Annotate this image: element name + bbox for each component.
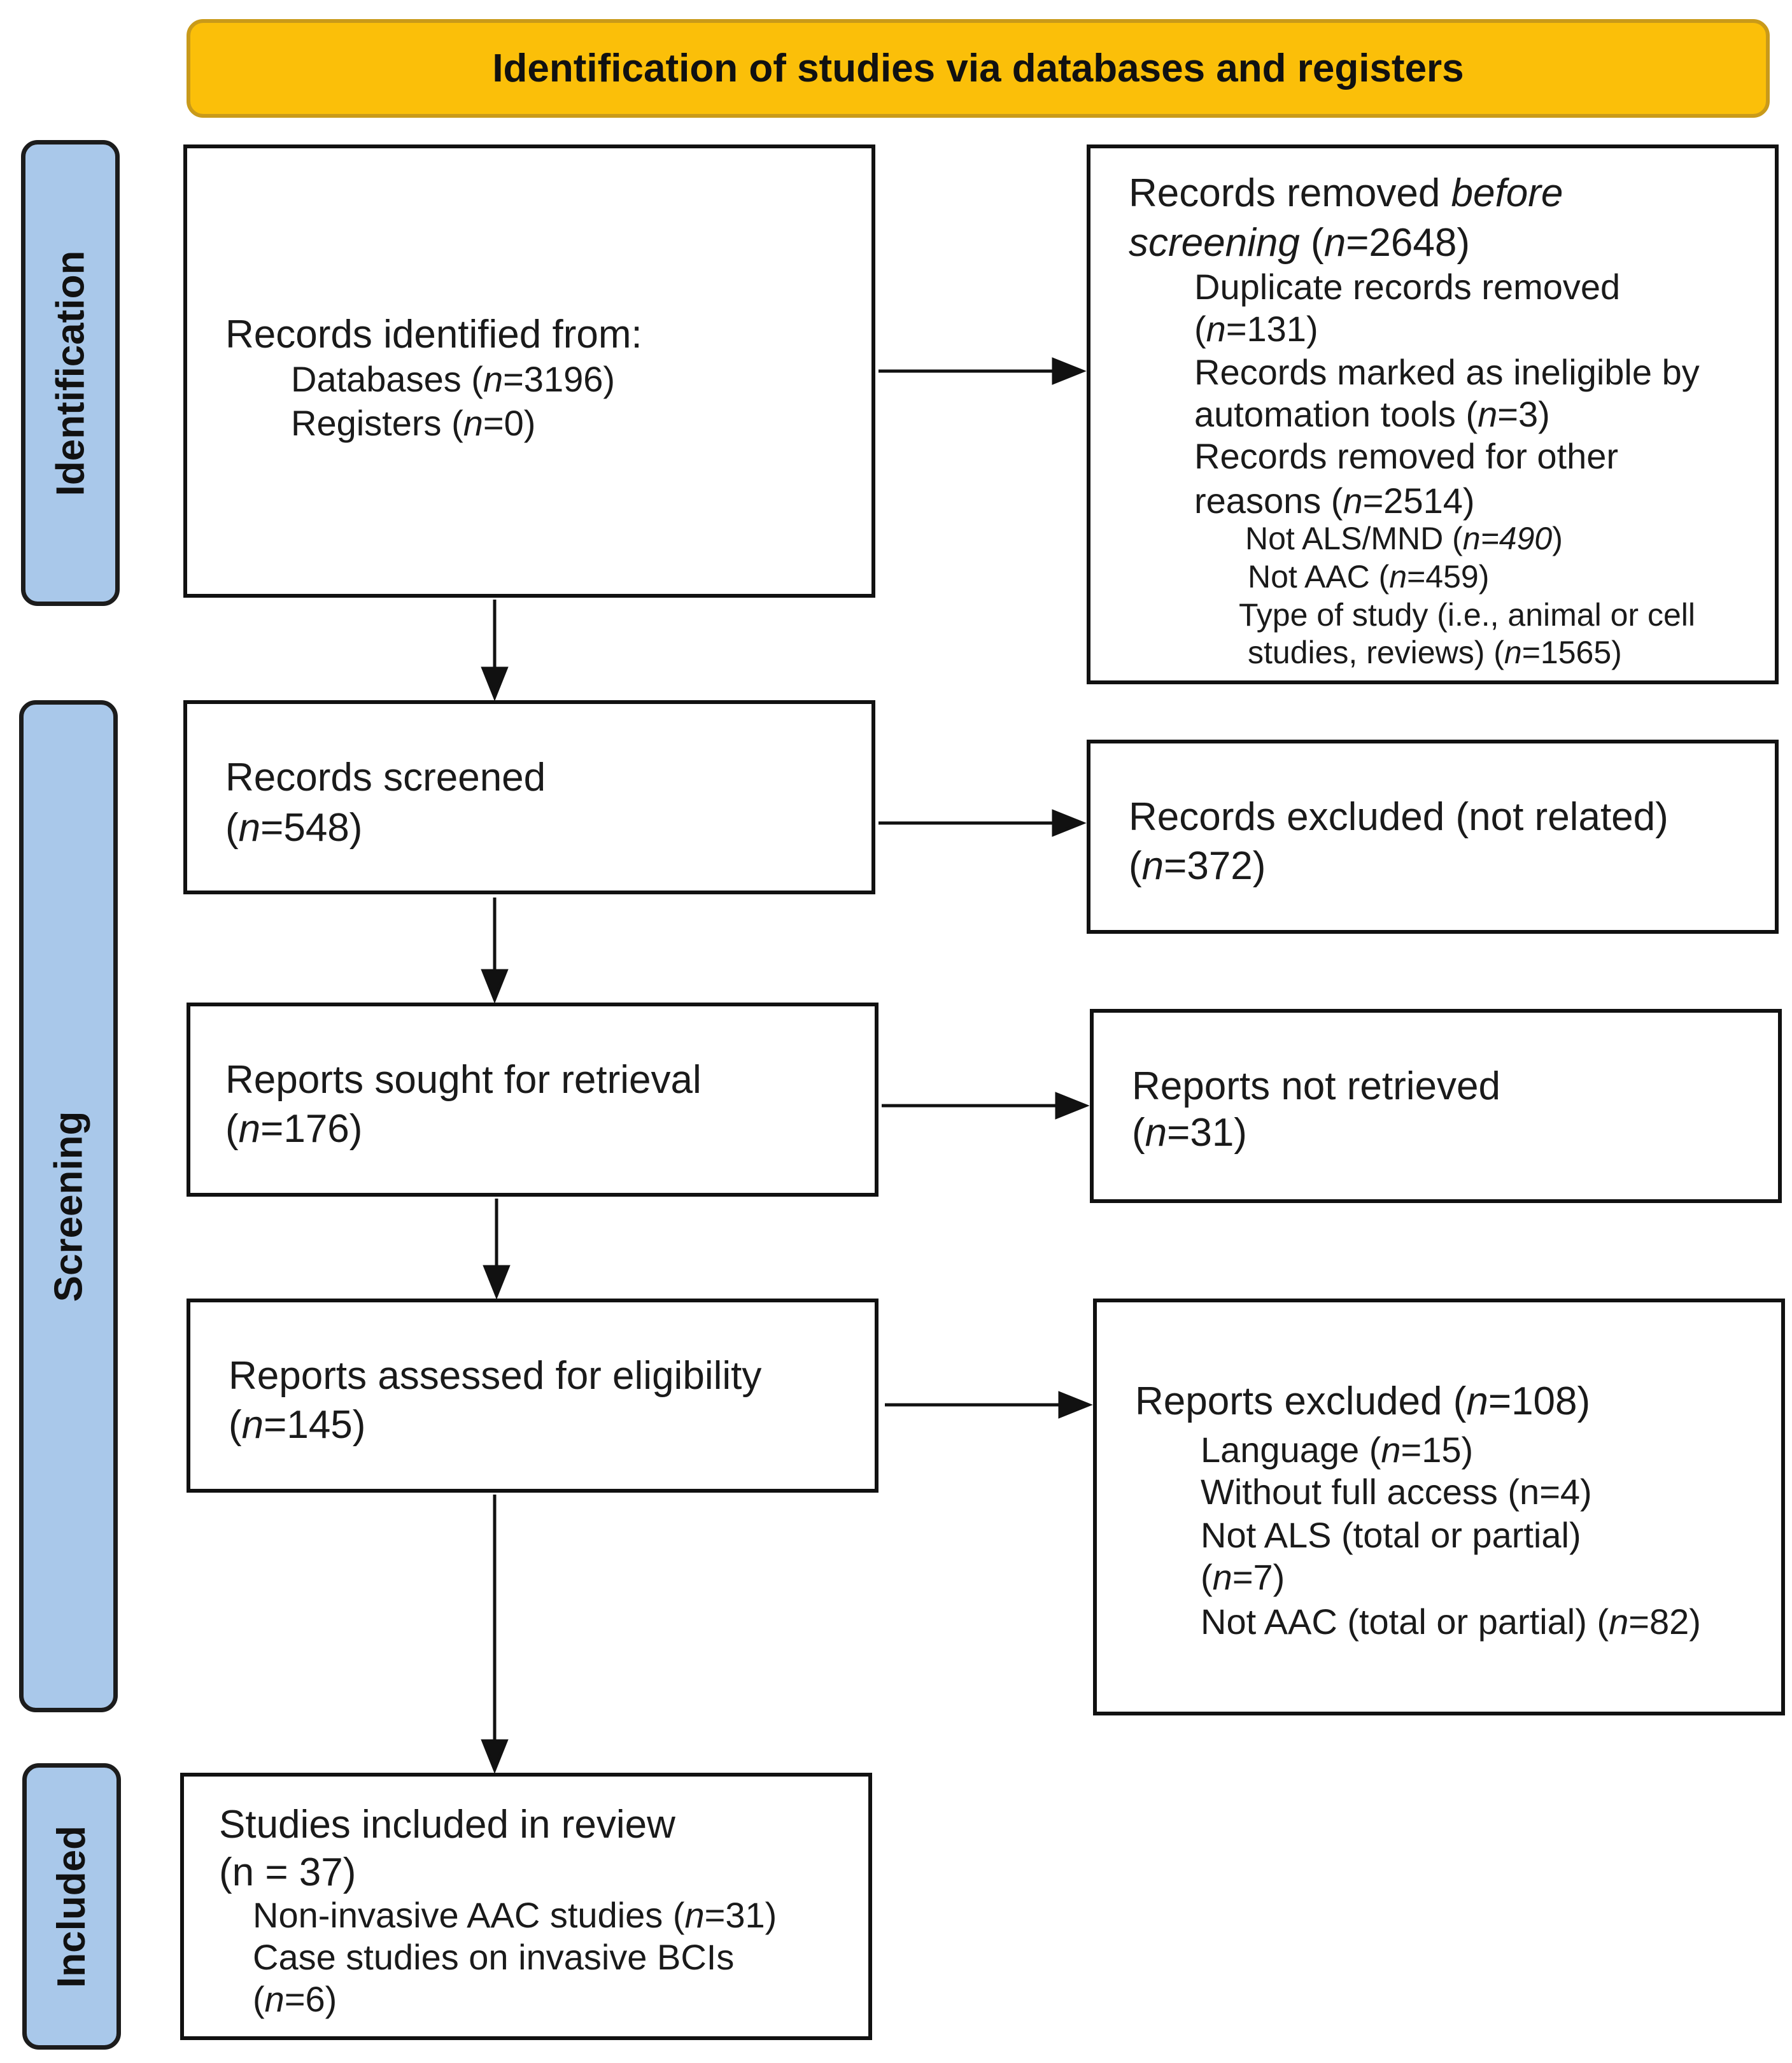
arrowhead-assessed-to-excluded [1058, 1391, 1093, 1419]
excluded-not-als-count: (n=7) [1201, 1557, 1285, 1597]
reports-sought-label: Reports sought for retrieval [225, 1058, 702, 1102]
reports-not-retrieved-count: (n=31) [1132, 1111, 1247, 1155]
arrowhead-assessed-to-included [481, 1739, 509, 1774]
arrowhead-identified-to-removed [1052, 357, 1087, 385]
header-title: Identification of studies via databases … [492, 46, 1464, 90]
arrowhead-identified-to-screened [481, 666, 509, 701]
records-removed-heading: Records removed before [1129, 171, 1563, 215]
arrowhead-screened-to-excluded [1052, 809, 1087, 837]
registers-count: Registers (n=0) [291, 403, 536, 443]
records-screened-count: (n=548) [225, 806, 363, 850]
records-identified-box: Records identified from: Databases (n=31… [183, 144, 875, 598]
automation-label: Records marked as ineligible by [1194, 352, 1700, 392]
arrowhead-screened-to-sought [481, 969, 509, 1004]
reports-assessed-label: Reports assessed for eligibility [229, 1354, 762, 1398]
automation-count: automation tools (n=3) [1194, 394, 1550, 434]
not-als-mnd: Not ALS/MND (n=490) [1245, 521, 1563, 556]
studies-included-heading: Studies included in review [219, 1803, 675, 1847]
records-screened-box: Records screened (n=548) [183, 700, 875, 894]
databases-count: Databases (n=3196) [291, 359, 616, 399]
records-removed-box: Records removed before screening (n=2648… [1087, 144, 1779, 684]
case-studies-label: Case studies on invasive BCIs [253, 1937, 735, 1977]
reports-excluded-box: Reports excluded (n=108) Language (n=15)… [1093, 1299, 1785, 1715]
stage-included: Included [22, 1763, 121, 2050]
records-removed-total: screening (n=2648) [1129, 221, 1470, 265]
duplicate-records-label: Duplicate records removed [1194, 267, 1621, 307]
records-excluded-count: (n=372) [1129, 844, 1266, 888]
other-reasons-label: Records removed for other [1194, 436, 1619, 476]
reports-not-retrieved-label: Reports not retrieved [1132, 1064, 1500, 1108]
studies-included-total: (n = 37) [219, 1850, 356, 1894]
arrowhead-sought-to-not-retrieved [1055, 1092, 1090, 1120]
excluded-full-access: Without full access (n=4) [1201, 1472, 1592, 1512]
records-screened-label: Records screened [225, 756, 546, 799]
reports-not-retrieved-box: Reports not retrieved (n=31) [1090, 1009, 1782, 1203]
reports-sought-count: (n=176) [225, 1107, 363, 1151]
stage-screening: Screening [19, 700, 118, 1712]
case-studies-count: (n=6) [253, 1979, 337, 2019]
reports-assessed-count: (n=145) [229, 1403, 366, 1447]
type-of-study-line1: Type of study (i.e., animal or cell [1239, 597, 1695, 633]
not-aac: Not AAC (n=459) [1248, 559, 1490, 595]
type-of-study-line2: studies, reviews) (n=1565) [1248, 635, 1622, 670]
duplicate-records-count: (n=131) [1194, 309, 1318, 349]
reports-sought-box: Reports sought for retrieval (n=176) [187, 1003, 878, 1197]
excluded-language: Language (n=15) [1201, 1430, 1474, 1470]
stage-identification: Identification [21, 140, 120, 606]
excluded-not-aac: Not AAC (total or partial) (n=82) [1201, 1602, 1701, 1642]
studies-included-box: Studies included in review (n = 37) Non-… [180, 1773, 872, 2040]
noninvasive-aac-count: Non-invasive AAC studies (n=31) [253, 1895, 777, 1935]
other-reasons-count: reasons (n=2514) [1194, 481, 1475, 521]
header-bar: Identification of studies via databases … [187, 19, 1770, 118]
excluded-not-als-label: Not ALS (total or partial) [1201, 1515, 1581, 1555]
reports-assessed-box: Reports assessed for eligibility (n=145) [187, 1299, 878, 1493]
records-identified-heading: Records identified from: [225, 313, 642, 356]
records-excluded-box: Records excluded (not related) (n=372) [1087, 740, 1779, 934]
records-excluded-label: Records excluded (not related) [1129, 795, 1669, 839]
arrowhead-sought-to-assessed [483, 1265, 511, 1300]
reports-excluded-heading: Reports excluded (n=108) [1135, 1379, 1591, 1423]
